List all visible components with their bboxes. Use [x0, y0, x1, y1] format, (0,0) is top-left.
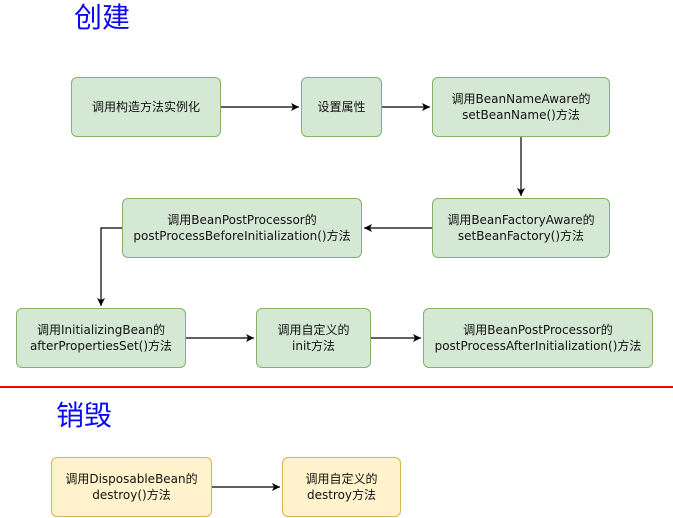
node-disposable-bean-line-2: destroy()方法 [92, 488, 171, 502]
node-initializing-bean-line-1: 调用InitializingBean的 [37, 323, 165, 337]
destroy-section-title: 销毁 [56, 399, 113, 432]
node-set-properties-line-1: 设置属性 [317, 100, 366, 114]
node-bean-factory-aware: 调用BeanFactoryAware的 setBeanFactory()方法 [432, 198, 610, 258]
node-bean-name-aware: 调用BeanNameAware的 setBeanName()方法 [432, 77, 610, 137]
node-initializing-bean-line-2: afterPropertiesSet()方法 [29, 339, 173, 353]
node-bean-name-aware-line-1: 调用BeanNameAware的 [451, 92, 591, 106]
node-custom-destroy: 调用自定义的 destroy方法 [282, 457, 401, 517]
node-post-process-after-init-line-2: postProcessAfterInitialization()方法 [434, 339, 642, 353]
node-bean-name-aware-line-2: setBeanName()方法 [462, 108, 580, 122]
node-construct: 调用构造方法实例化 [71, 77, 221, 137]
node-disposable-bean-line-1: 调用DisposableBean的 [65, 472, 198, 486]
node-post-process-after-init: 调用BeanPostProcessor的 postProcessAfterIni… [423, 308, 653, 368]
node-post-process-after-init-line-1: 调用BeanPostProcessor的 [463, 323, 613, 337]
node-post-process-before-init-line-2: postProcessBeforeInitialization()方法 [133, 229, 351, 243]
node-custom-init-line-2: init方法 [292, 339, 335, 353]
node-set-properties: 设置属性 [301, 77, 382, 137]
edge-post-before-to-initializing-bean [97, 227, 122, 306]
node-post-process-before-init-line-1: 调用BeanPostProcessor的 [167, 213, 317, 227]
node-custom-destroy-line-1: 调用自定义的 [305, 472, 378, 486]
create-section-title: 创建 [74, 1, 131, 34]
node-bean-factory-aware-line-2: setBeanFactory()方法 [457, 229, 585, 243]
node-post-process-before-init: 调用BeanPostProcessor的 postProcessBeforeIn… [122, 198, 362, 258]
node-construct-line-1: 调用构造方法实例化 [91, 100, 200, 114]
node-custom-init: 调用自定义的 init方法 [256, 308, 371, 368]
node-custom-destroy-line-2: destroy方法 [306, 488, 377, 502]
node-custom-init-line-1: 调用自定义的 [277, 323, 350, 337]
node-initializing-bean: 调用InitializingBean的 afterPropertiesSet()… [16, 308, 186, 368]
node-disposable-bean: 调用DisposableBean的 destroy()方法 [51, 457, 212, 517]
node-bean-factory-aware-line-1: 调用BeanFactoryAware的 [447, 213, 595, 227]
